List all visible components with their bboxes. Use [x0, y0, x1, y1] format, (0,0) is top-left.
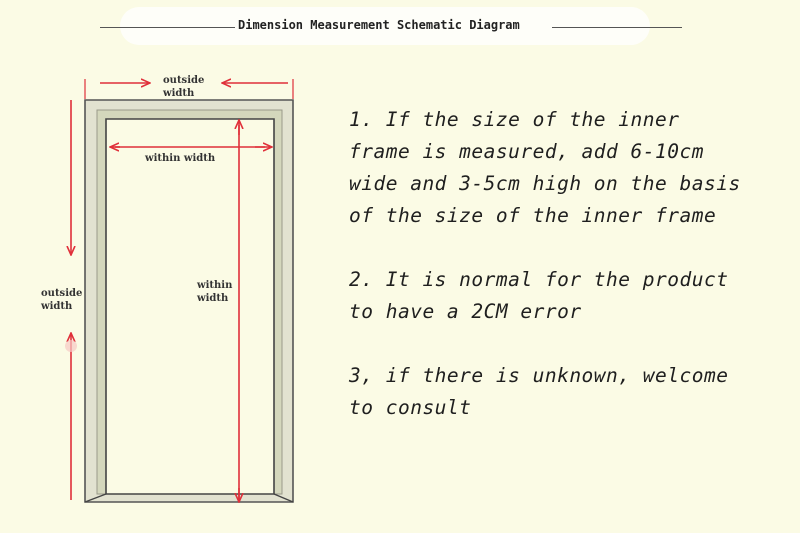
- outside-height-label: outside width: [41, 287, 82, 313]
- header-band: [120, 7, 650, 45]
- instruction-2-line1: 2. It is normal for the product: [349, 268, 729, 291]
- outside-height-label-line2: width: [41, 301, 73, 312]
- instruction-1: 1. If the size of the inner frame is mea…: [349, 104, 789, 232]
- instruction-2: 2. It is normal for the product to have …: [349, 264, 789, 328]
- outside-width-top-label-line2: width: [163, 88, 195, 99]
- outside-height-marker-dot: [65, 340, 77, 352]
- instruction-1-line2: frame is measured, add 6-10cm: [349, 140, 704, 163]
- instruction-2-line2: to have a 2CM error: [349, 300, 582, 323]
- header-rule-right: [552, 27, 682, 28]
- within-height-label-line2: width: [197, 293, 229, 304]
- instruction-1-line4: of the size of the inner frame: [349, 204, 717, 227]
- instruction-1-line1: 1. If the size of the inner: [349, 108, 680, 131]
- within-height-label-line1: within: [197, 280, 233, 291]
- instruction-3-line2: to consult: [349, 396, 472, 419]
- frame-bevel-left: [84, 493, 107, 503]
- within-height-label: within width: [197, 279, 232, 305]
- outside-width-top-label: outside width: [163, 74, 204, 100]
- instruction-1-line3: wide and 3-5cm high on the basis: [349, 172, 741, 195]
- frame-bevel-right: [273, 493, 294, 503]
- door-opening: [105, 118, 275, 495]
- within-width-label: within width: [145, 153, 216, 164]
- diagram-title: Dimension Measurement Schematic Diagram: [238, 18, 520, 32]
- outside-width-top-label-line1: outside: [163, 75, 205, 86]
- instruction-3-line1: 3, if there is unknown, welcome: [349, 364, 729, 387]
- outside-height-label-line1: outside: [41, 288, 83, 299]
- instruction-3: 3, if there is unknown, welcome to consu…: [349, 360, 789, 424]
- header-rule-left: [100, 27, 235, 28]
